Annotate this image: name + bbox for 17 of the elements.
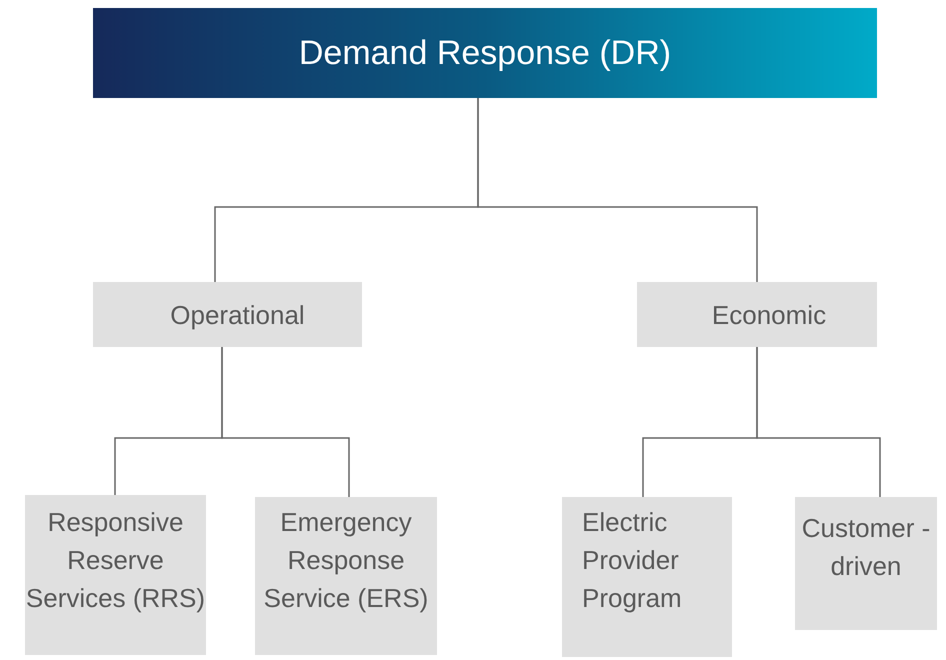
box-label: Economic bbox=[712, 298, 826, 332]
connector-line bbox=[221, 347, 350, 497]
category-box bbox=[93, 282, 362, 347]
category-box bbox=[25, 495, 206, 655]
box-label: Demand Response (DR) bbox=[298, 32, 672, 74]
title-banner bbox=[93, 8, 877, 98]
category-box bbox=[637, 282, 877, 347]
box-label: Responsive Reserve Services (RRS) bbox=[25, 506, 206, 615]
box-label: Emergency Response Service (ERS) bbox=[262, 506, 430, 615]
category-box bbox=[255, 497, 437, 655]
box-label: Customer - driven bbox=[800, 512, 932, 583]
category-box bbox=[562, 497, 732, 657]
connector-line bbox=[477, 98, 758, 282]
box-label: Operational bbox=[170, 298, 305, 332]
box-label: Electric Provider Program bbox=[582, 506, 683, 615]
category-box bbox=[795, 497, 937, 630]
connector-line bbox=[756, 347, 881, 497]
